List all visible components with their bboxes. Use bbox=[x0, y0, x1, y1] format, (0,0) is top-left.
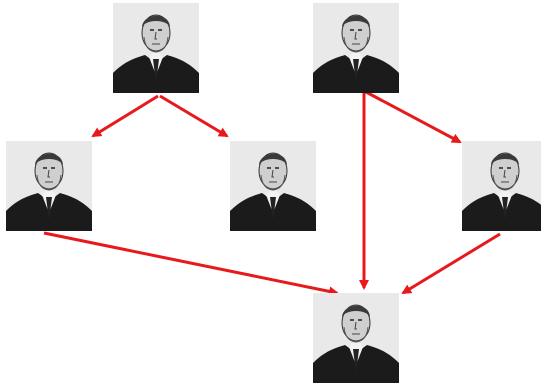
edge-top-right-to-mid-right bbox=[365, 90, 462, 144]
edge-top-left-to-mid-left bbox=[91, 94, 159, 138]
edge-top-left-to-mid-center bbox=[159, 94, 229, 138]
portrait-node-mid-right bbox=[462, 141, 541, 231]
portrait-engraving-icon bbox=[113, 3, 199, 93]
edge-mid-left-to-bottom bbox=[43, 231, 339, 297]
portrait-engraving-icon bbox=[230, 141, 316, 231]
portrait-node-mid-center bbox=[230, 141, 316, 231]
portrait-node-mid-left bbox=[6, 141, 92, 231]
portrait-engraving-icon bbox=[6, 141, 92, 231]
portrait-engraving-icon bbox=[313, 3, 399, 93]
portrait-engraving-icon bbox=[313, 293, 399, 383]
portrait-node-bottom bbox=[313, 293, 399, 383]
portrait-node-top-left bbox=[113, 3, 199, 93]
portrait-engraving-icon bbox=[462, 141, 541, 231]
portrait-node-top-right bbox=[313, 3, 399, 93]
edge-mid-right-to-bottom bbox=[401, 232, 501, 295]
